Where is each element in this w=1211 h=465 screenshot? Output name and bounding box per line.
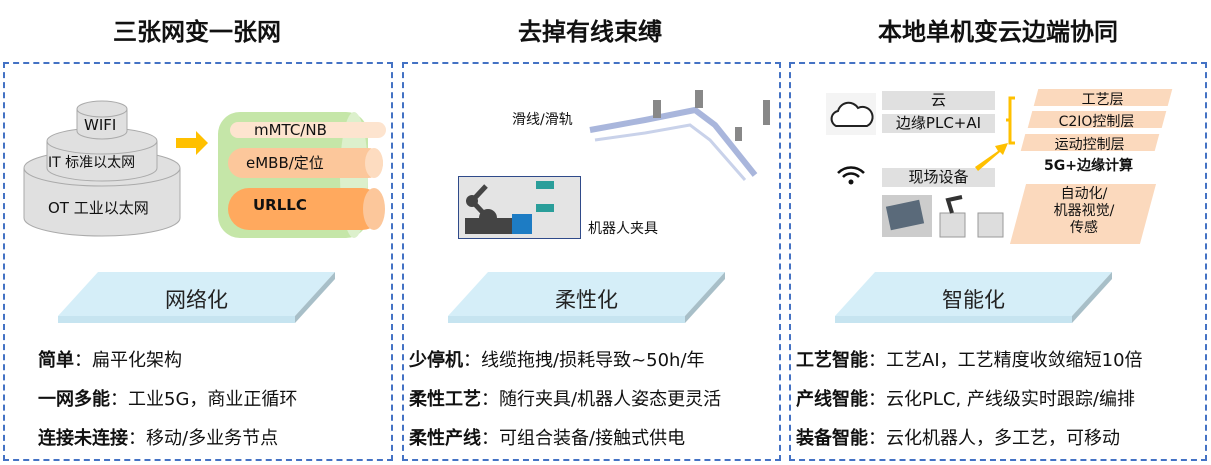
wifi-icon [837, 166, 865, 185]
tube-embb: eMBB/定位 [246, 154, 324, 172]
bullet: 工艺智能：工艺AI，工艺精度收敛缩短10倍 [796, 350, 1143, 371]
tube-urllc: URLLC [253, 196, 307, 214]
panel-1-title: 三张网变一张网 [113, 18, 281, 46]
bullet: 一网多能：工业5G，商业正循环 [38, 389, 298, 410]
panel-3-title: 本地单机变云边端协同 [878, 18, 1118, 46]
bullet: 柔性产线：可组合装备/接触式供电 [409, 428, 686, 449]
layer-process: 工艺层 [1033, 89, 1173, 108]
panel-flexibility [402, 62, 781, 461]
network-stack-diagram [23, 100, 386, 238]
edge-plc-box: 边缘PLC+AI [882, 114, 995, 133]
panel-networking [3, 62, 393, 461]
platform-networking: 网络化 [58, 272, 335, 324]
devices-image [882, 195, 1004, 238]
field-device-box: 现场设备 [882, 168, 995, 187]
tube-mmtc: mMTC/NB [254, 121, 327, 139]
bullet: 柔性工艺：随行夹具/机器人姿态更灵活 [409, 389, 722, 410]
edge-compute-label: 5G+边缘计算 [1044, 158, 1133, 174]
layer-wifi: WIFI [84, 116, 117, 134]
bullet: 简单：扁平化架构 [38, 350, 182, 371]
cloud-box: 云 [882, 91, 995, 110]
bullet: 连接未连接：移动/多业务节点 [38, 428, 279, 449]
panel-intelligence [789, 62, 1207, 461]
bullet: 装备智能：云化机器人，多工艺，可移动 [796, 428, 1120, 449]
layer-motion: 运动控制层 [1020, 134, 1160, 153]
robot-label: 机器人夹具 [588, 221, 658, 237]
platform-intelligence: 智能化 [835, 272, 1112, 324]
layer-it-ethernet: IT 标准以太网 [48, 155, 136, 171]
layer-ot-ethernet: OT 工业以太网 [48, 199, 149, 217]
platform-flexibility: 柔性化 [448, 272, 725, 324]
bullet: 少停机：线缆拖拽/损耗导致~50h/年 [409, 350, 705, 371]
arrow-bracket [975, 96, 1015, 171]
cloud-icon [826, 93, 876, 135]
layer-c2io: C2IO控制层 [1027, 111, 1167, 130]
device-layer: 自动化/ 机器视觉/ 传感 [1009, 184, 1157, 244]
bullet: 产线智能：云化PLC, 产线级实时跟踪/编排 [796, 389, 1135, 410]
robot-gripper-image [458, 176, 581, 239]
rail-diagram [589, 90, 770, 181]
panel-2-title: 去掉有线束缚 [518, 18, 662, 46]
rail-label: 滑线/滑轨 [512, 112, 573, 128]
